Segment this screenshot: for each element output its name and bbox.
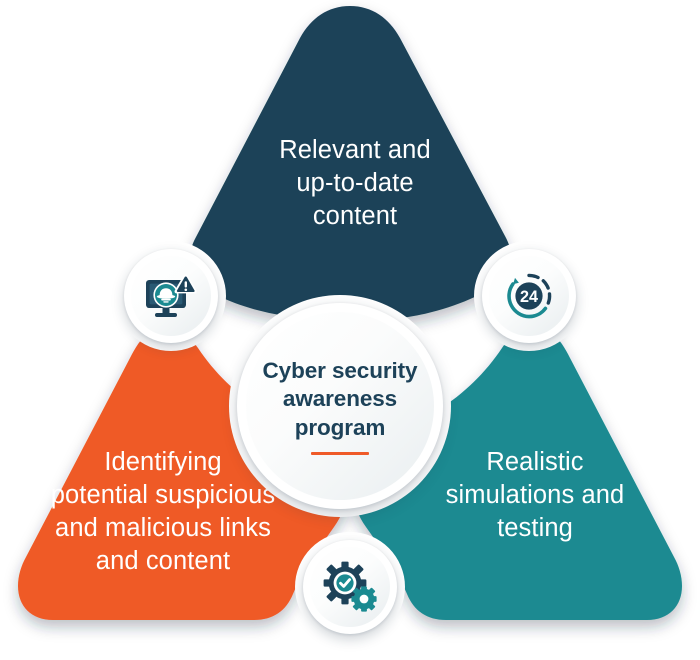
segment-right-shape	[353, 330, 682, 620]
24-hour-clock-icon: 24	[507, 273, 552, 319]
icon-bubble-monitor-spy-warning	[124, 249, 218, 343]
segment-left-shape	[18, 330, 347, 620]
monitor-spy-warning-icon	[146, 274, 197, 317]
icon-bubble-inner	[131, 256, 211, 336]
center-hub: Cyber security awareness program	[237, 303, 443, 509]
icon-bubble-inner	[310, 547, 390, 627]
center-title: Cyber security awareness program	[262, 357, 418, 441]
icon-bubble-24-hour: 24	[482, 249, 576, 343]
center-accent-rule	[311, 451, 369, 456]
icon-bubble-inner: 24	[489, 256, 569, 336]
segment-top-shape	[189, 6, 512, 321]
center-hub-inner: Cyber security awareness program	[246, 312, 434, 500]
gears-checkmark-icon	[323, 561, 377, 612]
24-hour-label: 24	[520, 288, 538, 306]
icon-bubble-gears-check	[303, 540, 397, 634]
